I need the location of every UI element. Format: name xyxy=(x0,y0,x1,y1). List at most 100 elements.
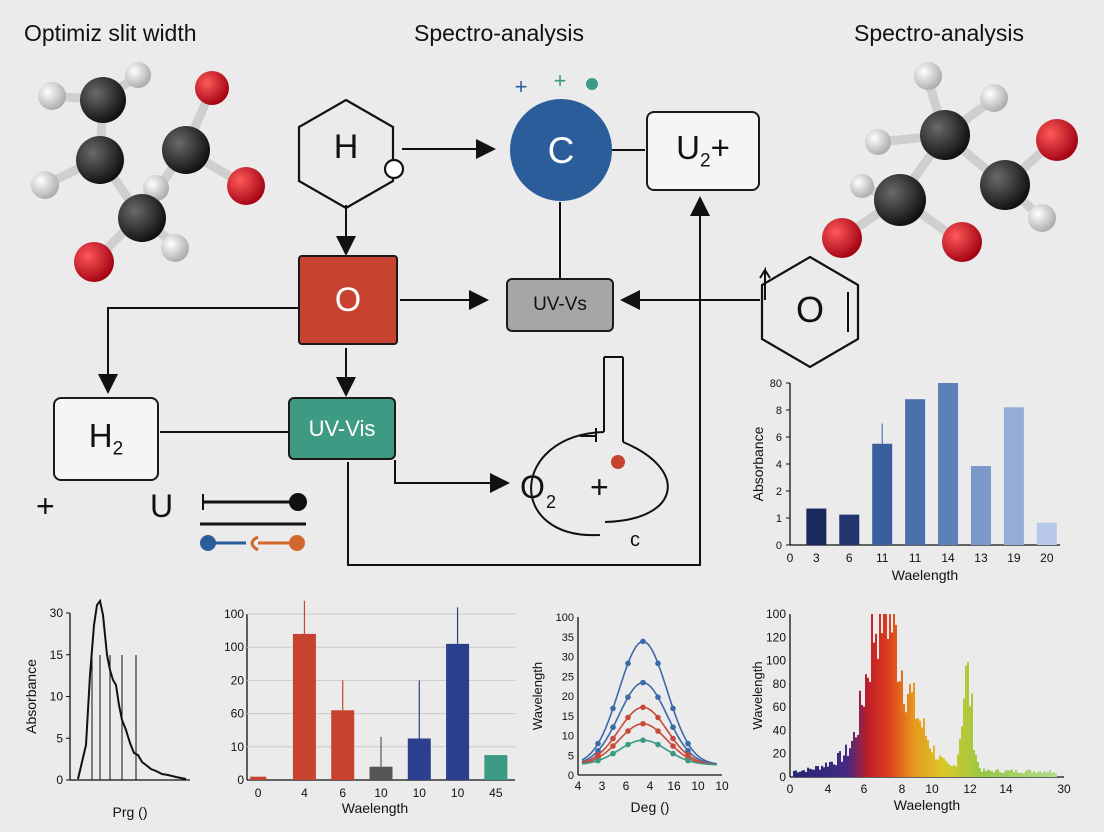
spectrum-bar xyxy=(899,681,901,777)
bar xyxy=(1036,522,1057,545)
bar xyxy=(806,508,827,545)
x-tick-label: 12 xyxy=(963,782,977,796)
spectrum-bar xyxy=(855,737,857,777)
spectrum-bar xyxy=(891,632,893,777)
spectrum-bar xyxy=(877,658,879,777)
bar xyxy=(970,466,991,545)
spectrum-bar xyxy=(853,731,855,777)
spectrum-bar xyxy=(1047,771,1049,777)
data-point xyxy=(655,694,661,700)
spectrum-bar xyxy=(993,772,995,777)
spectrum-bar xyxy=(1025,770,1027,777)
spectrum-bar xyxy=(1021,772,1023,777)
spectrum-bar xyxy=(959,739,961,777)
x-tick-label: 0 xyxy=(255,786,262,800)
circle-c-label: C xyxy=(548,130,575,171)
spectrum-bar xyxy=(907,694,909,777)
data-point xyxy=(670,724,676,731)
arrow-uvvis-to-flask xyxy=(394,460,510,493)
box-u2-label: U xyxy=(676,129,700,167)
bar xyxy=(446,643,470,780)
x-tick-label: 19 xyxy=(1007,551,1021,565)
x-tick-label: 30 xyxy=(1057,782,1071,796)
x-tick-label: 4 xyxy=(575,779,582,793)
spectrum-bar xyxy=(943,758,945,777)
spectrum-bar xyxy=(895,624,897,777)
spectrum-bar xyxy=(901,670,903,777)
spectrum-bar xyxy=(955,766,957,777)
box-o-label: O xyxy=(334,280,362,319)
spectrum-bar xyxy=(1001,773,1003,777)
curve xyxy=(581,640,718,765)
x-tick-label: 0 xyxy=(787,782,794,796)
spectrum-bar xyxy=(809,768,811,777)
spectrum-bar xyxy=(1007,770,1009,777)
spectrum-bar xyxy=(1049,769,1051,777)
y-tick-label: 0 xyxy=(56,773,63,787)
bar xyxy=(331,710,355,780)
x-axis-label: Waelength xyxy=(894,797,960,813)
box-u2-plus: U2+ xyxy=(646,111,760,191)
svg-text:+: + xyxy=(554,68,567,93)
data-point xyxy=(670,735,676,742)
spectrum-bar xyxy=(861,704,863,777)
title-center: Spectro-analysis xyxy=(414,20,585,46)
y-tick-label: 80 xyxy=(773,677,787,691)
spectrum-bar xyxy=(801,770,803,777)
bar xyxy=(872,443,893,545)
data-point xyxy=(655,741,661,748)
flask-tail: c xyxy=(630,529,640,551)
box-o: O xyxy=(298,255,398,345)
y-tick-label: 80 xyxy=(770,378,782,390)
spectrum-bar xyxy=(831,761,833,777)
data-point xyxy=(610,735,616,742)
y-tick-label: 1 xyxy=(776,513,782,525)
x-tick-label: 6 xyxy=(339,786,346,800)
spectrum-bar xyxy=(869,681,871,777)
spectrum-bar xyxy=(797,772,799,777)
spectrum-bar xyxy=(811,769,813,777)
bar xyxy=(905,399,926,545)
x-tick-label: 13 xyxy=(974,551,988,565)
spectrum-bar xyxy=(1031,772,1033,777)
spectrum-bar xyxy=(929,748,931,777)
spectrum-bar xyxy=(911,692,913,777)
spectrum-bar xyxy=(965,665,967,777)
bar xyxy=(369,766,393,780)
y-tick-label: 10 xyxy=(50,690,64,704)
y-tick-label: 35 xyxy=(562,632,574,644)
x-tick-label: 10 xyxy=(925,782,939,796)
data-point xyxy=(610,724,616,731)
data-point xyxy=(625,660,631,667)
y-tick-label: 100 xyxy=(766,607,786,621)
spectrum-bar xyxy=(1029,769,1031,777)
spectrum-bar xyxy=(973,750,975,777)
x-tick-label: 10 xyxy=(691,779,705,793)
y-tick-label: 40 xyxy=(773,723,787,737)
x-tick-label: 0 xyxy=(787,551,794,565)
spectrum-bar xyxy=(1003,772,1005,777)
bar xyxy=(250,776,267,780)
spectrum-bar xyxy=(951,766,953,777)
x-tick-label: 14 xyxy=(999,782,1013,796)
spectrum-bar xyxy=(897,681,899,777)
spectrum-bar xyxy=(923,718,925,777)
flow-connectors xyxy=(98,139,760,566)
y-tick-label: 10 xyxy=(562,731,574,743)
x-tick-label: 11 xyxy=(876,551,889,565)
svg-text:+: + xyxy=(515,74,528,99)
spectrum-bar xyxy=(827,766,829,777)
bond-symbols xyxy=(200,493,307,552)
spectrum-bar xyxy=(997,769,999,777)
x-tick-label: 4 xyxy=(647,779,654,793)
curve xyxy=(581,681,718,765)
x-tick-label: 20 xyxy=(1040,551,1054,565)
y-tick-label: 15 xyxy=(562,711,574,723)
spectrum-bar xyxy=(889,614,891,777)
spectrum-bar xyxy=(985,771,987,777)
spectrum-bar xyxy=(1053,772,1055,777)
x-tick-label: 8 xyxy=(899,782,906,796)
spectrum-bar xyxy=(835,765,837,777)
flask-o2-subscript: 2 xyxy=(546,492,556,512)
title-left: Optimiz slit width xyxy=(24,20,197,46)
